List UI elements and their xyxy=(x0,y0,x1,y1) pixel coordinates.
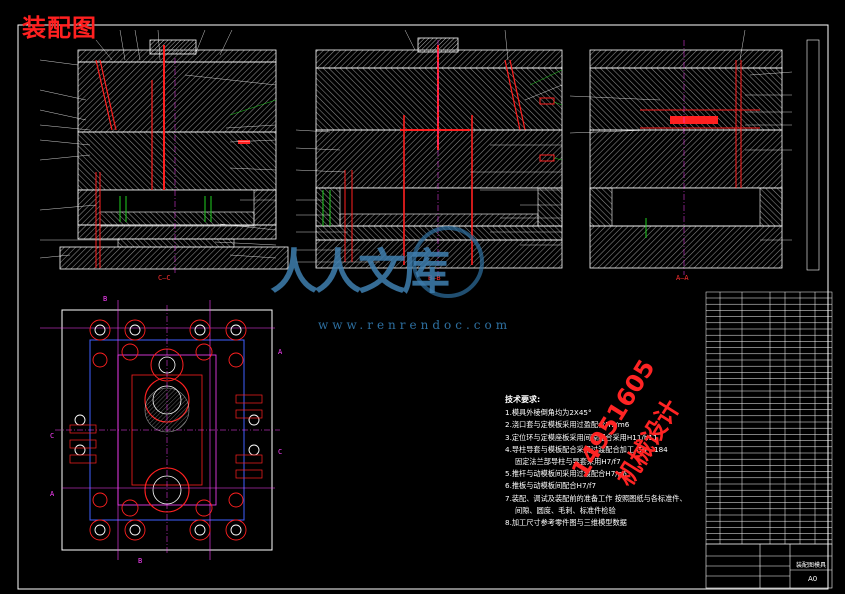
note-item: 1.模具外棱倒角均为2X45° xyxy=(505,408,592,418)
section-view-c xyxy=(39,29,289,275)
plan-holes xyxy=(74,319,260,541)
technical-notes: 技术要求: 1.模具外棱倒角均为2X45° 2.浇口套与定模板采用过盈配合H7/… xyxy=(505,394,710,529)
drawing-title: 装配图 xyxy=(22,14,97,42)
plan-marker-c-left: C xyxy=(50,432,55,440)
section-view-b xyxy=(295,29,563,275)
note-item: 2.浇口套与定模板采用过盈配合H7/m6 xyxy=(505,420,630,430)
section-label-b: B—B xyxy=(428,274,441,282)
note-item: 固定法兰部导柱与导套采用H7/f7 xyxy=(515,457,621,467)
plan-marker-b-top: B xyxy=(103,295,108,303)
note-item: 5.推杆与动模板间采用过渡配合H7/p6 xyxy=(505,469,627,479)
section-label-a: A—A xyxy=(676,274,689,282)
notes-heading: 技术要求: xyxy=(505,395,541,404)
plan-marker-a-right: A xyxy=(278,348,283,356)
parts-list xyxy=(705,291,833,545)
note-item: 6.推板与动模板间配合H7/f7 xyxy=(505,481,597,491)
note-item: 4.导柱导套与模板配合采用过渡配合加工 GB—184 xyxy=(505,444,668,454)
plan-marker-c-right: C xyxy=(278,448,283,456)
note-item: 8.加工尺寸参考零件图与三维模型数据 xyxy=(505,518,627,528)
section-view-a xyxy=(569,29,820,275)
watermark-arc xyxy=(412,226,484,298)
plan-marker-b-bottom: B xyxy=(138,557,143,565)
title-block-scale: A0 xyxy=(808,575,818,583)
drawing-border xyxy=(17,24,829,590)
plan-view xyxy=(40,300,280,560)
watermark-site: www.renrendoc.com xyxy=(318,318,512,332)
note-item: 7.装配、调试及装配前的准备工作 按照图纸与各标准件、 xyxy=(505,493,687,503)
section-label-c: C—C xyxy=(158,274,171,282)
plan-side-cores xyxy=(69,394,263,479)
title-block-name: 装配图模具 xyxy=(796,562,827,569)
note-item: 间隙、圆度、毛刺、标准件检验 xyxy=(515,505,616,515)
title-block xyxy=(705,543,833,589)
note-item: 3.定位环与定模座板采用间隙配合采用H11/h11 xyxy=(505,432,658,442)
watermark-logo: 人人文库 xyxy=(270,244,450,300)
plan-marker-a-left: A xyxy=(50,490,55,498)
